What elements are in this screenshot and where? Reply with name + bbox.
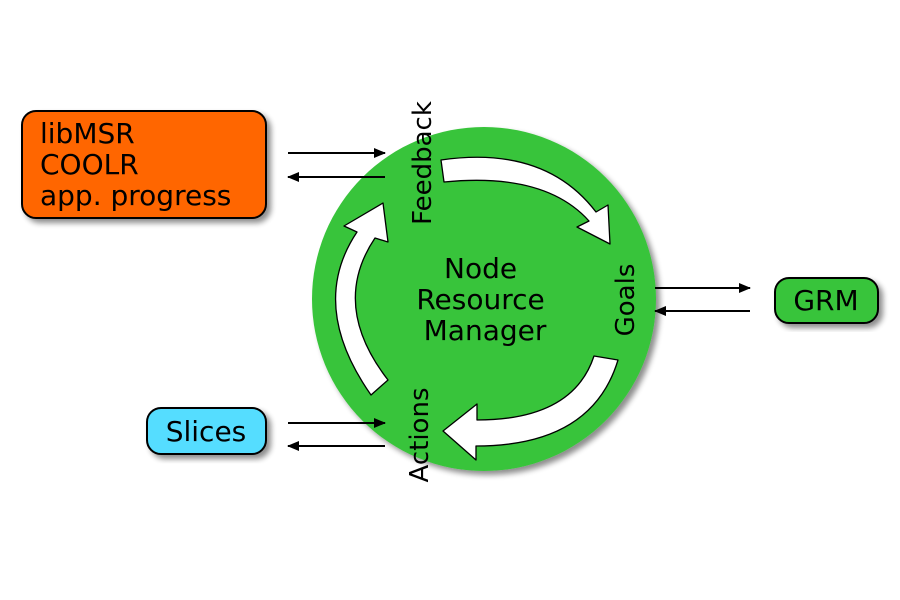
- slices-box: [146, 407, 267, 455]
- sources-line-1: libMSR: [40, 117, 135, 150]
- cycle-arrow-feedback-to-goals: [440, 156, 611, 245]
- sources-line-2: COOLR: [40, 148, 139, 181]
- sources-box-label: libMSR COOLR app. progress: [40, 117, 231, 212]
- node-resource-manager-circle: [312, 127, 656, 471]
- cycle-arrow-actions-to-feedback: [334, 202, 389, 396]
- center-label-line-2: Resource: [416, 283, 544, 316]
- sources-box: [21, 110, 267, 219]
- cycle-arrows: [334, 156, 619, 461]
- center-label-line-3: Manager: [424, 314, 547, 347]
- sources-line-3: app. progress: [40, 179, 231, 212]
- grm-box: [774, 277, 879, 324]
- slices-label: Slices: [166, 415, 247, 448]
- cycle-arrow-goals-to-actions: [442, 355, 619, 461]
- goals-label: Goals: [611, 264, 641, 337]
- grm-label: GRM: [793, 284, 858, 317]
- actions-label: Actions: [405, 388, 435, 483]
- feedback-label: Feedback: [408, 101, 438, 225]
- connector-arrows: [287, 148, 751, 451]
- center-label-line-1: Node: [444, 252, 517, 285]
- center-label: Node Resource Manager: [416, 252, 553, 347]
